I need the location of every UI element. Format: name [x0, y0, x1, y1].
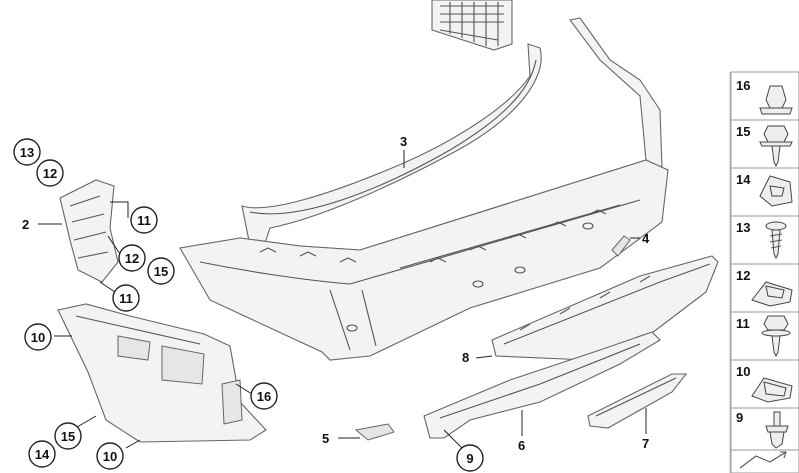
callout-2-label: 2: [22, 217, 29, 232]
bumper-cover-part: [179, 17, 669, 361]
clip-nut-icon: [751, 281, 793, 307]
legend-item-10-label: 10: [736, 364, 750, 379]
legend-item-12-label: 12: [736, 268, 750, 283]
legend-item-9-label: 9: [736, 410, 743, 425]
leader-lines: [38, 150, 647, 453]
callout-16-label: 16: [257, 389, 271, 404]
hex-screw-icon: [759, 125, 793, 168]
callout-15-lower-label: 15: [61, 429, 75, 444]
callout-4-label: 4: [642, 231, 650, 246]
fastener-legend: 16 15 14: [729, 71, 799, 473]
callout-11-upper-label: 11: [137, 213, 151, 228]
legend-item-11-label: 11: [736, 316, 750, 331]
callout-11-upper[interactable]: 11: [130, 206, 158, 234]
callout-15-upper[interactable]: 15: [147, 257, 175, 285]
legend-item-10[interactable]: 10: [730, 359, 799, 409]
callout-10-lower[interactable]: 10: [96, 442, 124, 470]
tapping-screw-icon: [765, 221, 787, 260]
expanding-rivet-icon: [765, 411, 789, 449]
tow-eye-cover-part: [611, 235, 631, 257]
callout-15-upper-label: 15: [154, 264, 168, 279]
reflector-strip-part: [587, 373, 688, 429]
legend-item-14[interactable]: 14: [730, 167, 799, 217]
callout-3-label: 3: [400, 134, 407, 149]
callout-13[interactable]: 13: [13, 138, 41, 166]
callout-6-label: 6: [518, 438, 525, 453]
small-cap-part: [354, 423, 395, 441]
legend-item-13-label: 13: [736, 220, 750, 235]
legend-item-9[interactable]: 9: [730, 407, 799, 451]
legend-item-15[interactable]: 15: [730, 119, 799, 169]
callout-15-lower[interactable]: 15: [54, 422, 82, 450]
left-corner-part: [57, 303, 267, 443]
legend-item-12[interactable]: 12: [730, 263, 799, 313]
callout-8-label: 8: [462, 350, 469, 365]
callout-11-lower[interactable]: 11: [112, 284, 140, 312]
legend-item-16[interactable]: 16: [730, 71, 799, 121]
callout-14[interactable]: 14: [28, 440, 56, 468]
callout-5-label: 5: [322, 431, 329, 446]
legend-item-reference[interactable]: [730, 449, 799, 473]
callout-13-label: 13: [20, 145, 34, 160]
legend-item-16-label: 16: [736, 78, 750, 93]
callout-12-lower[interactable]: 12: [118, 244, 146, 272]
vent-grille-part: [431, 0, 513, 51]
callout-8[interactable]: 8: [462, 350, 469, 365]
legend-item-13[interactable]: 13: [730, 215, 799, 265]
plastic-nut-icon: [759, 85, 793, 115]
diffuser-upper-part: [491, 255, 719, 361]
sheet-nut-icon: [751, 377, 793, 403]
callout-11-lower-label: 11: [119, 291, 133, 306]
left-bracket-part: [59, 179, 119, 283]
bumper-slots: [259, 209, 607, 263]
callout-12-upper-label: 12: [43, 166, 57, 181]
callout-4[interactable]: 4: [642, 231, 650, 246]
trim-strip-part: [241, 43, 542, 257]
parking-sensor-holes: [346, 222, 594, 332]
callout-14-label: 14: [35, 447, 50, 462]
callout-2[interactable]: 2: [22, 217, 29, 232]
legend-item-14-label: 14: [736, 172, 751, 187]
callout-9[interactable]: 9: [456, 444, 484, 472]
callout-10-lower-label: 10: [103, 449, 117, 464]
callout-12-lower-label: 12: [125, 251, 139, 266]
legend-item-11[interactable]: 11: [730, 311, 799, 361]
callout-16[interactable]: 16: [250, 382, 278, 410]
callout-7[interactable]: 7: [642, 436, 649, 451]
diagram-reference-icon: [739, 451, 787, 469]
callout-7-label: 7: [642, 436, 649, 451]
callout-6[interactable]: 6: [518, 438, 525, 453]
callout-9-label: 9: [466, 451, 473, 466]
callout-3[interactable]: 3: [400, 134, 407, 149]
callout-10-upper[interactable]: 10: [24, 323, 52, 351]
legend-item-15-label: 15: [736, 124, 750, 139]
callout-10-upper-label: 10: [31, 330, 45, 345]
diffuser-lower-part: [423, 331, 661, 439]
callout-12-upper[interactable]: 12: [36, 159, 64, 187]
spring-clip-icon: [759, 175, 793, 207]
collar-screw-icon: [761, 315, 791, 358]
callout-5[interactable]: 5: [322, 431, 329, 446]
